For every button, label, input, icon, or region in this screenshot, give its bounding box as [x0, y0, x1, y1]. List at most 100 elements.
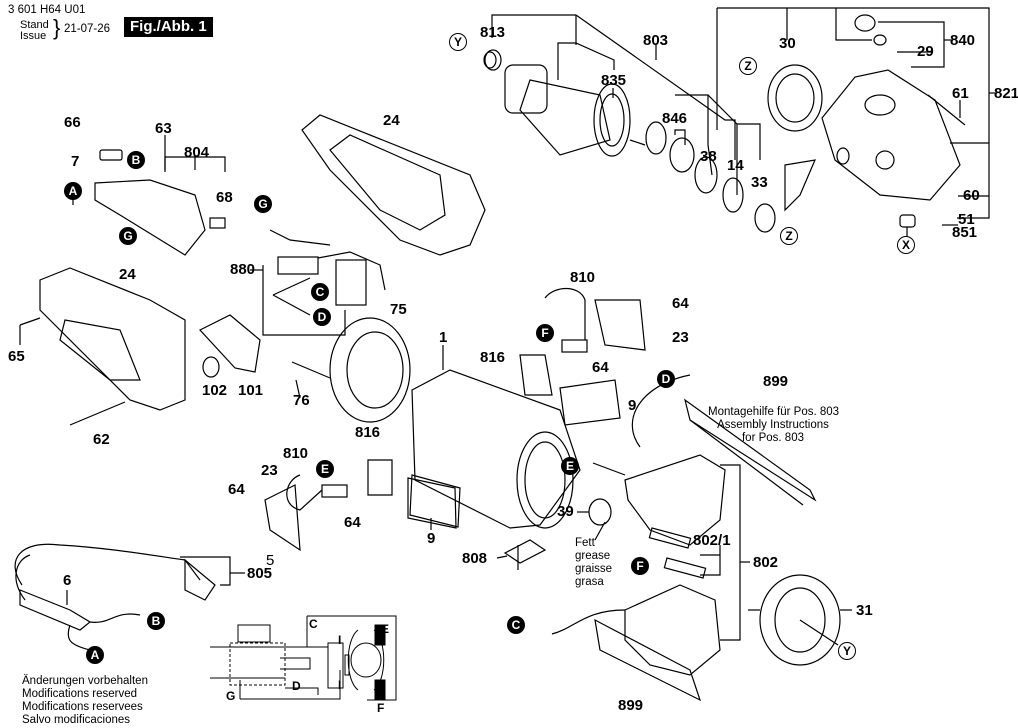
part-62[interactable]: 62 [93, 431, 110, 448]
part-64-upper[interactable]: 64 [672, 295, 689, 312]
part-899-lower[interactable]: 899 [618, 697, 644, 714]
part-1[interactable]: 1 [439, 329, 448, 346]
schematic-label-e: E [381, 622, 390, 636]
part-33[interactable]: 33 [751, 174, 768, 191]
issue-label: Issue [20, 30, 47, 42]
schematic-label-f: F [377, 701, 385, 715]
schematic-label-d: D [292, 679, 301, 693]
part-805[interactable]: 805 [247, 565, 273, 582]
part-101[interactable]: 101 [238, 382, 264, 399]
part-808[interactable]: 808 [462, 550, 488, 567]
connector-y-lower: Y [838, 642, 856, 660]
part-65[interactable]: 65 [8, 348, 25, 365]
switch-drawing [72, 149, 226, 256]
part-63[interactable]: 63 [155, 120, 172, 137]
connector-z-upper: Z [739, 57, 757, 75]
part-29[interactable]: 29 [917, 43, 934, 60]
issue-date: 21-07-26 [64, 23, 111, 35]
schematic-label-i-bottom: I [338, 678, 342, 692]
connector-c-upper: C [311, 283, 329, 301]
part-38[interactable]: 38 [700, 148, 717, 165]
grease-note: Fett grease graisse grasa [575, 537, 612, 589]
schematic-label-c: C [309, 617, 318, 631]
part-851[interactable]: 851 [952, 224, 978, 241]
document-number: 3 601 H64 U01 [8, 4, 86, 16]
assembly-note-line-2: Assembly Instructions [717, 419, 829, 431]
part-9-lower[interactable]: 9 [427, 530, 436, 547]
bracket-802 [700, 464, 750, 641]
part-846[interactable]: 846 [662, 110, 688, 127]
connector-z-lower: Z [780, 227, 798, 245]
part-30[interactable]: 30 [779, 35, 796, 52]
connector-g-left: G [119, 227, 137, 245]
part-802-1[interactable]: 802/1 [693, 532, 731, 549]
part-64-left[interactable]: 64 [228, 481, 245, 498]
part-51[interactable]: 51 [958, 211, 975, 228]
part-14[interactable]: 14 [727, 157, 744, 174]
notice-line-fr: Modifications reservees [22, 701, 143, 713]
switch-module-drawing [250, 229, 386, 336]
wiring-schematic [210, 615, 397, 701]
part-23-lower[interactable]: 23 [261, 462, 278, 479]
part-802[interactable]: 802 [753, 554, 779, 571]
part-64-mid[interactable]: 64 [592, 359, 609, 376]
part-61[interactable]: 61 [952, 85, 969, 102]
part-66[interactable]: 66 [64, 114, 81, 131]
connector-x: X [897, 236, 915, 254]
part-102[interactable]: 102 [202, 382, 228, 399]
grease-note-line-1: Fett [575, 537, 595, 549]
armature-drawing [484, 49, 646, 157]
brace: } [53, 15, 61, 40]
part-835[interactable]: 835 [601, 72, 627, 89]
connector-c-lower: C [507, 616, 525, 634]
part-5[interactable]: 5 [266, 552, 275, 569]
brush-holder-drawing [264, 287, 646, 552]
schematic-label-g: G [226, 689, 236, 703]
connector-d-upper: D [313, 308, 331, 326]
part-75[interactable]: 75 [390, 301, 407, 318]
power-cord-drawing [14, 543, 245, 651]
part-816-lower[interactable]: 816 [355, 424, 381, 441]
part-9-upper[interactable]: 9 [628, 397, 637, 414]
part-813[interactable]: 813 [480, 24, 506, 41]
notice-line-de: Änderungen vorbehalten [22, 675, 148, 687]
modifications-notice: Änderungen vorbehalten Modifications res… [22, 675, 148, 727]
part-7[interactable]: 7 [71, 153, 80, 170]
connector-e-left: E [316, 460, 334, 478]
part-64-lower[interactable]: 64 [344, 514, 361, 531]
grease-note-line-4: grasa [575, 576, 604, 588]
part-899-upper[interactable]: 899 [763, 373, 789, 390]
part-24-lower[interactable]: 24 [119, 266, 136, 283]
notice-line-en: Modifications reserved [22, 688, 138, 700]
handle-upper-drawing [301, 114, 486, 256]
part-60[interactable]: 60 [963, 187, 980, 204]
part-31[interactable]: 31 [856, 602, 873, 619]
bracket-803 [491, 14, 736, 160]
small-parts-drawing [407, 477, 612, 570]
part-810-upper[interactable]: 810 [570, 269, 596, 286]
part-840[interactable]: 840 [950, 32, 976, 49]
part-24-upper[interactable]: 24 [383, 112, 400, 129]
connector-f-lower: F [631, 557, 649, 575]
notice-line-es: Salvo modificaciones [22, 714, 131, 726]
connector-b-upper: B [127, 151, 145, 169]
grease-note-line-2: grease [575, 550, 611, 562]
part-68[interactable]: 68 [216, 189, 233, 206]
part-6[interactable]: 6 [63, 572, 72, 589]
part-76[interactable]: 76 [293, 392, 310, 409]
part-803[interactable]: 803 [643, 32, 669, 49]
part-39[interactable]: 39 [557, 503, 574, 520]
bearings-drawing [483, 51, 816, 233]
figure-label: Fig./Abb. 1 [124, 17, 213, 37]
connector-b-lower: B [147, 612, 165, 630]
part-880[interactable]: 880 [230, 261, 256, 278]
part-816-upper[interactable]: 816 [480, 349, 506, 366]
handle-lower-drawing [19, 267, 261, 426]
assembly-note: Montagehilfe für Pos. 803 Assembly Instr… [708, 406, 839, 445]
part-821[interactable]: 821 [994, 85, 1018, 102]
part-810-lower[interactable]: 810 [283, 445, 309, 462]
assembly-note-line-3: for Pos. 803 [741, 432, 804, 444]
motor-housing-drawing [409, 345, 581, 529]
part-23-upper[interactable]: 23 [672, 329, 689, 346]
part-804[interactable]: 804 [184, 144, 210, 161]
